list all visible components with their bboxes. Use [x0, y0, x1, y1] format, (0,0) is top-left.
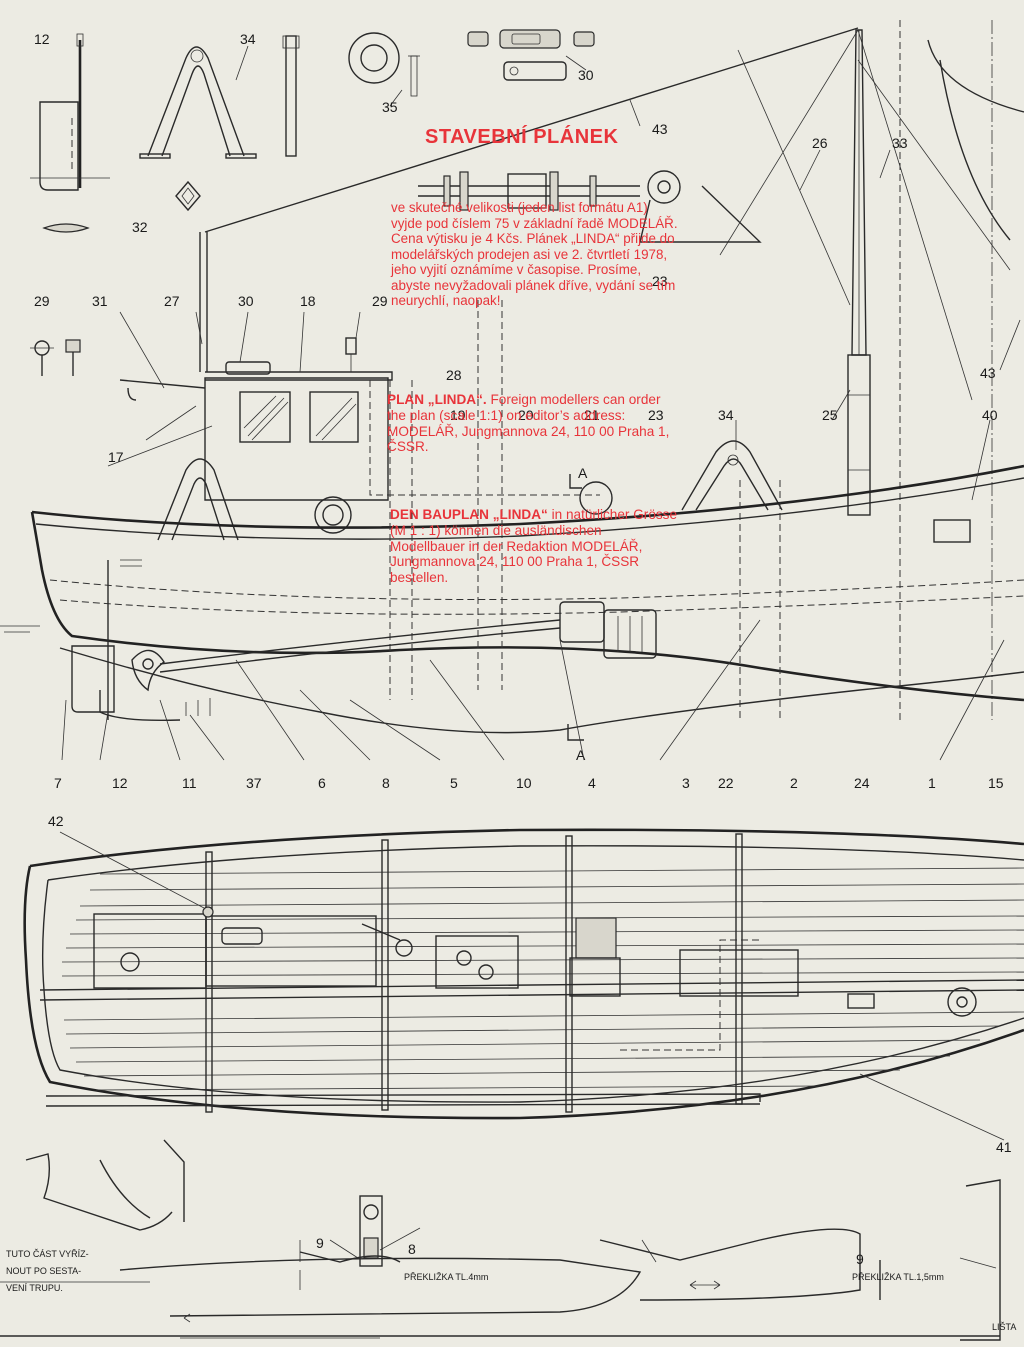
- label-4: 4: [588, 775, 596, 791]
- label-26: 26: [812, 135, 828, 151]
- winch: [418, 170, 762, 243]
- bottom-parts: [0, 1139, 1001, 1341]
- label-15: 15: [988, 775, 1004, 791]
- label-12: 12: [112, 775, 128, 791]
- label-5: 5: [450, 775, 458, 791]
- label-1: 1: [928, 775, 936, 791]
- label-6: 6: [318, 775, 326, 791]
- label-37: 37: [246, 775, 262, 791]
- label-33: 33: [892, 135, 908, 151]
- label-22: 22: [718, 775, 734, 791]
- label-32: 32: [132, 219, 148, 235]
- label-10: 10: [516, 775, 532, 791]
- label-2: 2: [790, 775, 798, 791]
- label-17: 17: [108, 449, 124, 465]
- label-35: 35: [382, 99, 398, 115]
- plywood-15mm-label: PŘEKLIŽKA TL.1,5mm: [852, 1272, 944, 1282]
- label-23-top: 23: [652, 273, 668, 289]
- cut-note-line-1: TUTO ČÁST VYŘÍZ-: [6, 1249, 89, 1259]
- label-29: 29: [372, 293, 388, 309]
- label-21: 21: [584, 407, 600, 423]
- german-notice: DEN BAUPLAN „LINDA“ in natürlicher Gröss…: [390, 507, 680, 586]
- label-18: 18: [300, 293, 316, 309]
- label-24: 24: [854, 775, 870, 791]
- label-25: 25: [822, 407, 838, 423]
- english-notice-heading: PLAN „LINDA“.: [387, 392, 487, 407]
- part-numbers: 12 34 35 30 43 26 33 32 29 31 27 30 18 2…: [6, 31, 1016, 1332]
- label-42: 42: [48, 813, 64, 829]
- label-34: 34: [718, 407, 734, 423]
- label-3: 3: [682, 775, 690, 791]
- label-43-top: 43: [652, 121, 668, 137]
- hull-side: [30, 300, 1024, 734]
- label-11: 11: [182, 775, 197, 791]
- label-40: 40: [982, 407, 998, 423]
- english-notice: PLAN „LINDA“. Foreign modellers can orde…: [387, 392, 677, 455]
- label-12-top: 12: [34, 31, 50, 47]
- czech-notice: ve skutečné velikosti (jeden list formát…: [391, 200, 679, 309]
- detail-parts: [30, 29, 595, 376]
- strip-label: LIŠTA: [992, 1322, 1016, 1332]
- plan-title: STAVEBNÍ PLÁNEK: [425, 126, 619, 148]
- label-28: 28: [446, 367, 462, 383]
- english-notice-text: Foreign modellers can order the plan (sc…: [387, 392, 670, 455]
- plywood-4mm-label: PŘEKLIŽKA TL.4mm: [404, 1272, 488, 1282]
- label-8-bottom: 8: [408, 1241, 416, 1257]
- label-9-right: 9: [856, 1251, 864, 1267]
- label-30-top: 30: [578, 67, 594, 83]
- plan-view: [23, 828, 1024, 1141]
- label-23: 23: [648, 407, 664, 423]
- label-19: 19: [450, 407, 466, 423]
- cut-note-line-3: VENÍ TRUPU.: [6, 1283, 63, 1293]
- label-20: 20: [518, 407, 534, 423]
- label-31: 31: [92, 293, 108, 309]
- label-7: 7: [54, 775, 62, 791]
- side-elevation: A A: [0, 20, 1024, 763]
- wheelhouse: [204, 337, 600, 534]
- stern-gear: [71, 560, 657, 720]
- svg-text:A: A: [578, 465, 588, 481]
- label-43: 43: [980, 365, 996, 381]
- label-27: 27: [164, 293, 180, 309]
- label-9-left: 9: [316, 1235, 324, 1251]
- label-41: 41: [996, 1139, 1012, 1155]
- german-notice-text: in natürlicher Grösse (M 1 : 1) können d…: [390, 507, 678, 586]
- label-29-left: 29: [34, 293, 50, 309]
- czech-notice-text: ve skutečné velikosti (jeden list formát…: [391, 200, 678, 309]
- svg-text:A: A: [576, 747, 586, 763]
- german-notice-heading: DEN BAUPLAN „LINDA“: [390, 507, 548, 522]
- label-8: 8: [382, 775, 390, 791]
- label-30: 30: [238, 293, 254, 309]
- cut-note-line-2: NOUT PO SESTA-: [6, 1266, 81, 1276]
- label-34-top: 34: [240, 31, 256, 47]
